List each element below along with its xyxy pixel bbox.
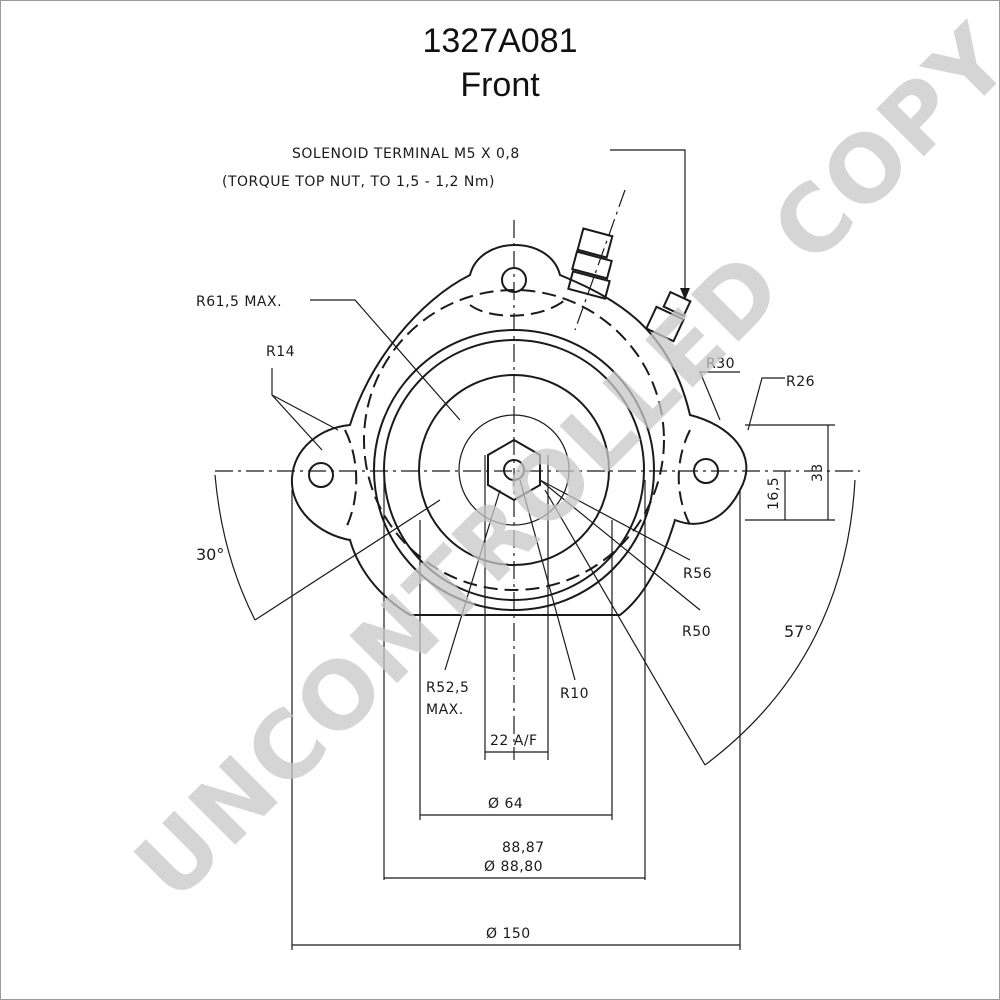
label-d88-bottom: Ø 88,80 xyxy=(484,859,543,875)
label-r50: R50 xyxy=(682,624,711,640)
pilot-circle-inner xyxy=(383,339,645,601)
label-r30: R30 xyxy=(706,356,735,372)
pilot-circle-outer xyxy=(373,329,655,611)
label-r52-max: MAX. xyxy=(426,702,464,718)
arrow-solenoid xyxy=(680,288,690,300)
hidden-arc-left xyxy=(344,429,358,531)
leader-r52 xyxy=(444,489,501,671)
label-r61: R61,5 MAX. xyxy=(196,294,282,310)
label-57deg: 57° xyxy=(784,622,812,641)
solenoid-terminal-stud xyxy=(567,189,626,331)
leader-r56 xyxy=(539,479,691,561)
leader-r26 xyxy=(747,377,785,431)
label-30deg: 30° xyxy=(196,545,224,564)
leader-r30 xyxy=(699,371,740,421)
shaft-end xyxy=(503,459,525,481)
small-terminal-stud xyxy=(645,290,692,343)
bearing-circle xyxy=(458,414,570,526)
label-r56: R56 xyxy=(683,566,712,582)
flange-outline xyxy=(290,244,748,616)
part-number-title: 1327A081 xyxy=(422,22,578,60)
watermark-uncontrolled-copy: UNCONTROLLED COPY xyxy=(115,4,1000,920)
nose-circle xyxy=(418,374,610,566)
hidden-circle-r61 xyxy=(363,289,665,591)
right-lug-hole xyxy=(693,458,719,484)
label-solenoid-terminal: SOLENOID TERMINAL M5 X 0,8 xyxy=(292,146,520,162)
label-torque: (TORQUE TOP NUT, TO 1,5 - 1,2 Nm) xyxy=(222,174,495,190)
ray-57 xyxy=(544,489,706,766)
label-d88-top: 88,87 xyxy=(502,840,545,856)
label-33: 33 xyxy=(810,463,826,482)
label-r26: R26 xyxy=(786,374,815,390)
arc-57 xyxy=(704,479,856,766)
label-r10: R10 xyxy=(560,686,589,702)
label-r14: R14 xyxy=(266,344,295,360)
leader-r61 xyxy=(310,299,461,421)
ray-30 xyxy=(254,499,441,621)
arc-30 xyxy=(214,474,256,621)
label-d150: Ø 150 xyxy=(486,926,531,942)
leader-r50 xyxy=(539,479,701,611)
label-22af: 22 A/F xyxy=(490,733,538,749)
leader-solenoid xyxy=(610,149,686,295)
leader-r14b xyxy=(271,394,339,431)
hidden-arc-top xyxy=(469,299,566,317)
view-title: Front xyxy=(460,66,540,104)
top-lug-hole xyxy=(501,267,527,293)
hex-22af xyxy=(487,438,541,502)
label-16: 16,5 xyxy=(766,477,782,510)
hidden-arc-right xyxy=(677,429,691,526)
label-d64: Ø 64 xyxy=(488,796,523,812)
label-r52: R52,5 xyxy=(426,680,469,696)
left-lug-hole xyxy=(308,462,334,488)
